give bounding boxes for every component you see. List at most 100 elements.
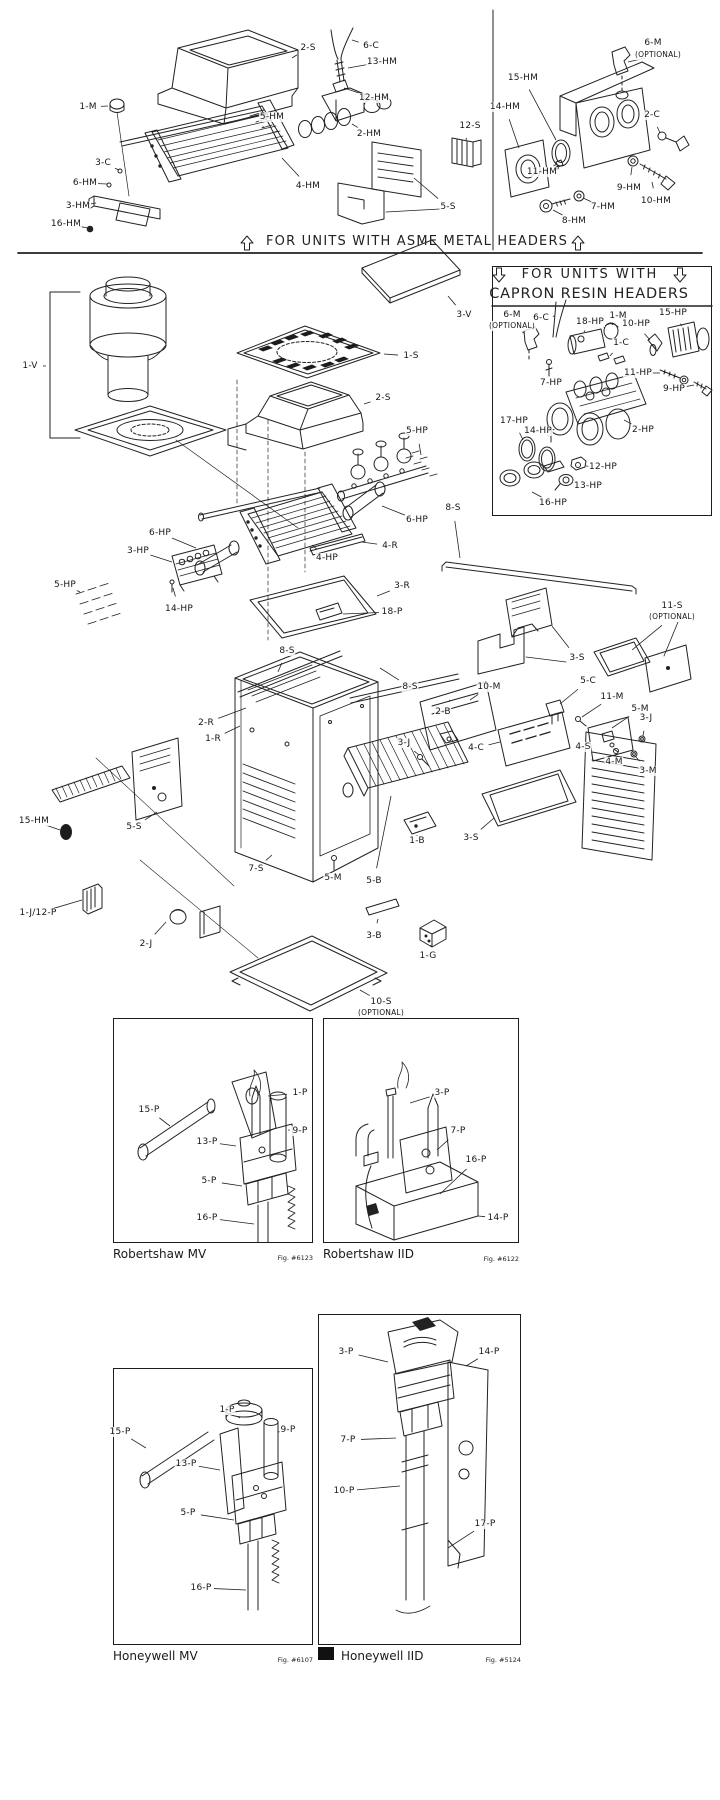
leader-line bbox=[409, 1096, 430, 1104]
flue-panel bbox=[361, 239, 461, 304]
part-label: 6-HP bbox=[148, 528, 172, 538]
leader-line bbox=[213, 1588, 247, 1591]
part-label: 11-HP bbox=[623, 368, 653, 378]
burner-tray bbox=[331, 721, 577, 916]
part-label: 9-HP bbox=[662, 384, 686, 394]
leader-line bbox=[631, 624, 663, 651]
leader-line bbox=[347, 63, 370, 69]
rails-and-trays bbox=[237, 533, 637, 698]
part-label: 1-P bbox=[291, 1088, 309, 1098]
leader-line bbox=[680, 323, 683, 327]
part-label: 9-P bbox=[291, 1126, 309, 1136]
figure-panel-honeywell-mv bbox=[113, 1368, 313, 1645]
leader-line bbox=[413, 750, 420, 756]
leader-line bbox=[172, 587, 176, 597]
gas-train bbox=[198, 432, 438, 522]
part-label: 2-J bbox=[138, 939, 154, 949]
part-label: 9-P bbox=[279, 1425, 297, 1435]
leader-line bbox=[531, 491, 542, 498]
leader-line bbox=[469, 694, 479, 701]
part-label: 6-C bbox=[362, 41, 380, 51]
part-label: 6-M bbox=[643, 38, 663, 48]
part-label: 9-HM bbox=[615, 183, 643, 193]
down-arrow-icon bbox=[673, 267, 687, 283]
leader-line bbox=[76, 590, 81, 593]
part-label: 3-R bbox=[393, 581, 411, 591]
leader-line bbox=[448, 699, 451, 703]
part-label: 5-HM bbox=[258, 112, 286, 122]
part-label: 17-P bbox=[473, 1519, 497, 1529]
part-label: 16-P bbox=[195, 1213, 219, 1223]
heat-exchanger bbox=[75, 483, 357, 625]
leader-line bbox=[351, 39, 359, 43]
leader-line bbox=[219, 1219, 255, 1225]
part-label: 3-S bbox=[462, 833, 480, 843]
part-label: (OPTIONAL) bbox=[634, 50, 682, 60]
leader-line bbox=[630, 166, 633, 176]
leader-line bbox=[376, 590, 391, 597]
leader-line bbox=[551, 625, 570, 649]
leader-line bbox=[454, 520, 461, 559]
leader-line bbox=[528, 89, 557, 141]
robertshaw-mv-art bbox=[137, 1069, 297, 1243]
part-label: 5-M bbox=[630, 704, 650, 714]
part-label: 5-C bbox=[579, 676, 597, 686]
leader-line bbox=[553, 163, 558, 167]
part-label: 1-G bbox=[418, 951, 438, 961]
vent-assembly bbox=[49, 276, 299, 529]
figure-panel-honeywell-iid bbox=[318, 1314, 521, 1645]
leader-line bbox=[171, 537, 197, 549]
part-label: 15-HP bbox=[658, 308, 688, 318]
part-label: 13-HP bbox=[573, 481, 603, 491]
part-label: 3-HM bbox=[64, 201, 92, 211]
leader-line bbox=[609, 352, 613, 357]
leader-line bbox=[114, 167, 120, 171]
part-label: 5-S bbox=[125, 822, 143, 832]
leader-line bbox=[686, 384, 695, 387]
figure-panel-robertshaw-mv bbox=[113, 1018, 313, 1243]
leader-line bbox=[656, 126, 661, 134]
part-label: 15-HM bbox=[506, 73, 540, 83]
part-label: 10-HM bbox=[639, 196, 673, 206]
part-label: 4-R bbox=[381, 541, 399, 551]
capron-section-box bbox=[492, 266, 712, 516]
leader-line bbox=[46, 824, 61, 831]
leader-line bbox=[611, 323, 614, 326]
part-label: 3-M bbox=[638, 766, 658, 776]
leader-line bbox=[361, 541, 378, 545]
leader-line bbox=[237, 1416, 241, 1419]
leader-line bbox=[642, 730, 645, 737]
part-label: 8-S bbox=[401, 682, 419, 692]
part-label: 12-HM bbox=[357, 93, 391, 103]
part-label: 13-HM bbox=[365, 57, 399, 67]
part-label: 3-P bbox=[337, 1347, 355, 1357]
leader-line bbox=[519, 432, 524, 441]
part-label: 1-M bbox=[608, 311, 628, 321]
leader-line bbox=[150, 554, 173, 563]
leader-line bbox=[465, 137, 467, 141]
panel-fig-number: Fig. #6122 bbox=[483, 1255, 519, 1263]
part-label: 5-HP bbox=[53, 580, 77, 590]
part-label: 15-HM bbox=[17, 816, 51, 826]
leader-line bbox=[277, 662, 283, 673]
part-label: 1-R bbox=[204, 734, 222, 744]
part-label: 16-P bbox=[464, 1155, 488, 1165]
part-label: 12-HP bbox=[588, 462, 618, 472]
part-label: 6-M bbox=[502, 310, 522, 320]
part-label: 5-B bbox=[365, 876, 383, 886]
leader-line bbox=[356, 1485, 401, 1491]
part-label: 10-M bbox=[476, 682, 502, 692]
part-label: 1-J/12-P bbox=[18, 908, 58, 918]
leader-line bbox=[447, 1530, 475, 1549]
part-label: 6-HM bbox=[71, 178, 99, 188]
part-label: 8-S bbox=[444, 503, 462, 513]
part-label: 1-P bbox=[218, 1405, 236, 1415]
part-label: 1-B bbox=[408, 836, 426, 846]
leader-line bbox=[521, 331, 525, 334]
part-label: 2-S bbox=[299, 43, 317, 53]
part-label: 13-P bbox=[174, 1459, 198, 1469]
